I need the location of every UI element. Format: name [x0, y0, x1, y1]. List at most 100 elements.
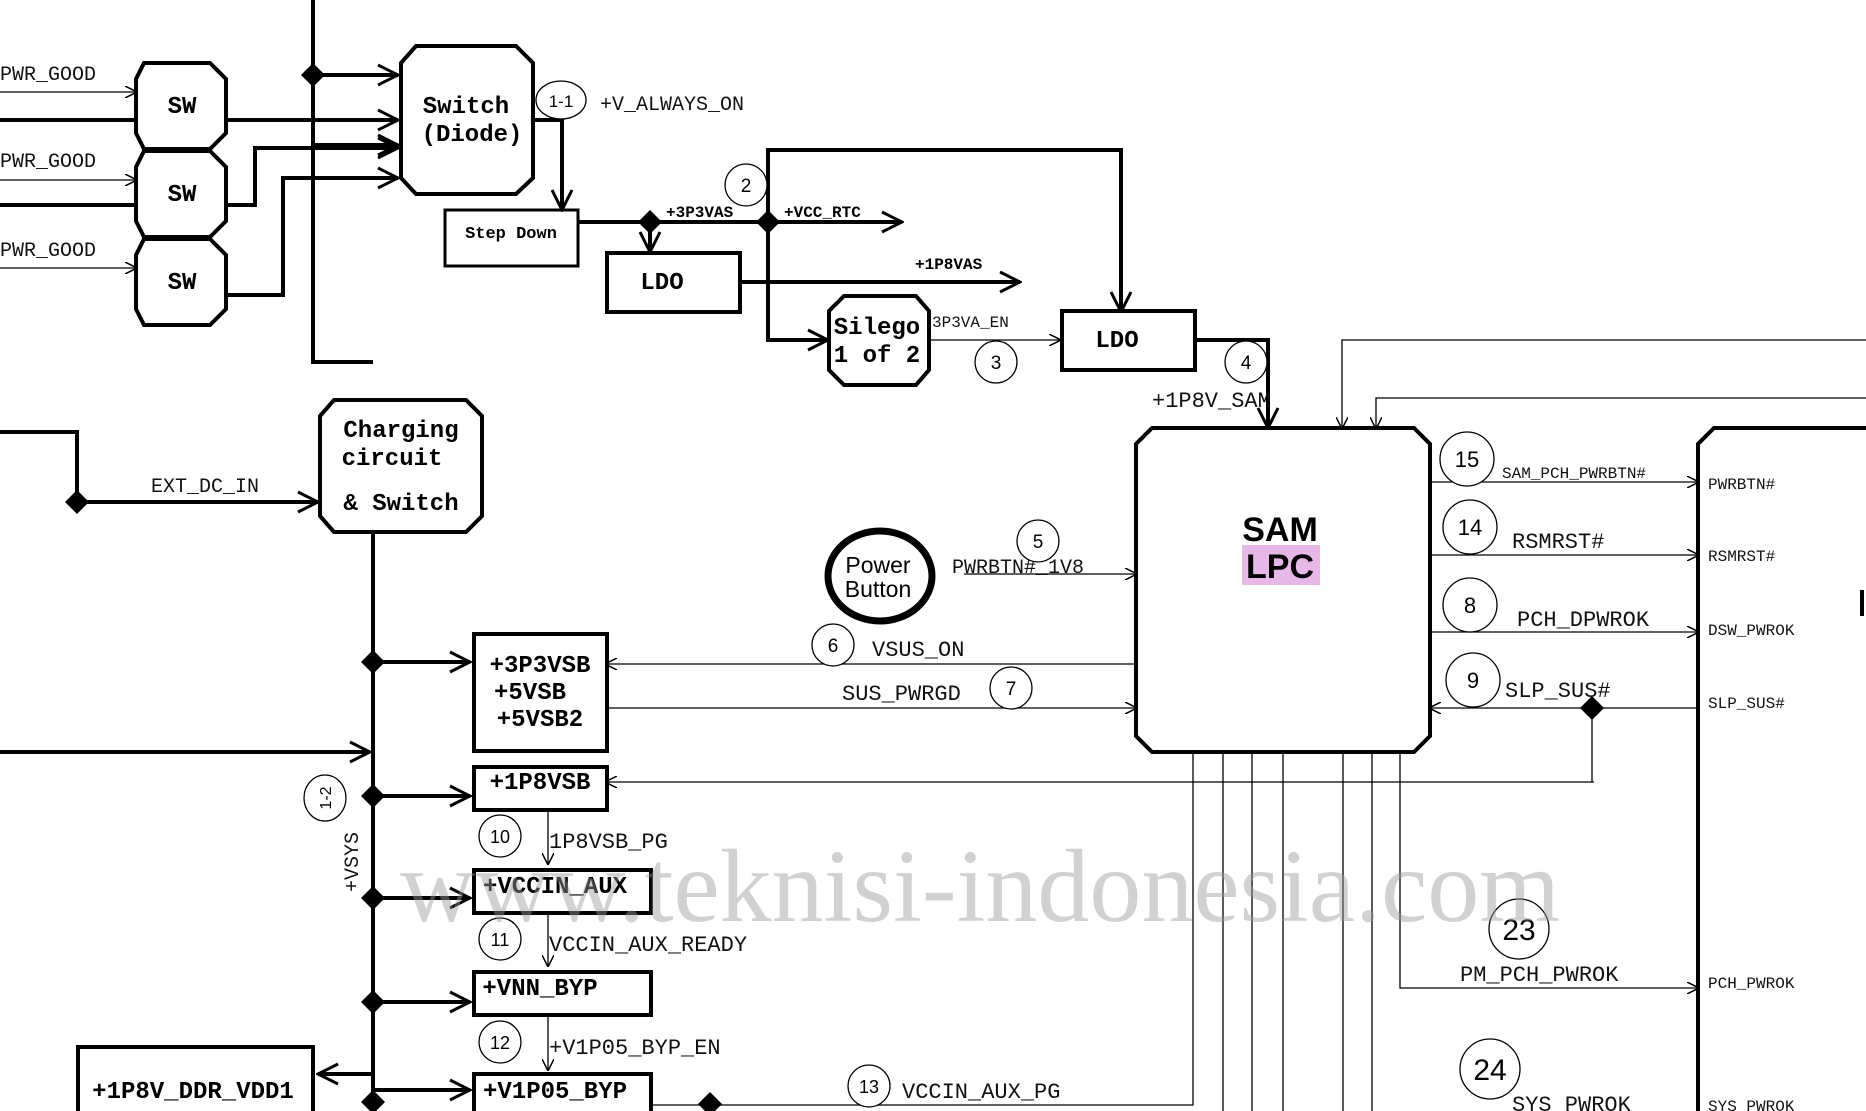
pch-block-outline [1696, 426, 1866, 1111]
step-down-block [443, 208, 580, 268]
silego-label-2: 1 of 2 [834, 343, 920, 370]
sw-block-3-label: SW [168, 270, 197, 297]
p1p8vsb-pg-label: 1P8VSB_PG [549, 830, 668, 855]
sam-label: SAM [1242, 511, 1318, 549]
step-circle [1442, 577, 1498, 633]
step-circle [811, 623, 855, 667]
junction-node [361, 650, 385, 674]
junction-node [698, 1092, 722, 1111]
step-circle [1016, 519, 1060, 563]
vsb-label-3: +5VSB2 [497, 707, 583, 734]
switch-diode-block [399, 44, 535, 196]
step-circle [1442, 499, 1498, 555]
vccin-aux-ready-label: VCCIN_AUX_READY [549, 933, 747, 958]
power-wires [0, 0, 1268, 1111]
charging-label-3: & Switch [343, 491, 458, 518]
p3p3vas-label: +3P3VAS [666, 204, 734, 222]
step-circle [535, 80, 587, 120]
step-circle [989, 666, 1033, 710]
ldo-1-block [605, 251, 742, 314]
switch-diode-label-1: Switch [423, 94, 509, 121]
power-button-label-1: Power [845, 552, 911, 578]
p1p8v-sam-label: +1P8V_SAM [1152, 389, 1271, 414]
ldo-1-label: LDO [640, 270, 683, 297]
step-number: 23 [1502, 914, 1535, 947]
vcc-rtc-label: +VCC_RTC [784, 204, 861, 222]
pin-pch-pwrok: PCH_PWROK [1708, 975, 1795, 993]
pch-pin-labels: PWRBTN# RSMRST# DSW_PWROK SLP_SUS# PCH_P… [1708, 476, 1795, 1111]
vsus-on-label: VSUS_ON [872, 638, 964, 663]
step-down-label: Step Down [465, 225, 557, 244]
p1p8vas-label: +1P8VAS [915, 256, 983, 274]
signal-wires [0, 92, 1866, 1111]
sw-block-3 [134, 237, 228, 327]
v1p05-byp-en-label: +V1P05_BYP_EN [549, 1036, 721, 1061]
junction-node [756, 210, 780, 234]
step-number: 7 [1006, 679, 1017, 700]
pwr-good-label-1: PWR_GOOD [0, 64, 96, 87]
pin-pwrbtn: PWRBTN# [1708, 476, 1776, 494]
pwr-good-label-2: PWR_GOOD [0, 151, 96, 174]
charging-circuit-block [318, 398, 484, 534]
step-number: 14 [1458, 515, 1482, 540]
p1p8vsb-block [472, 765, 609, 812]
step-circle [478, 814, 522, 858]
ldo-2-block [1060, 309, 1197, 372]
step-number: 5 [1033, 532, 1044, 553]
sw-block-2-label: SW [168, 182, 197, 209]
step-circle [303, 774, 347, 822]
switch-diode-label-2: (Diode) [422, 122, 523, 149]
pin-slp-sus: SLP_SUS# [1708, 695, 1785, 713]
pin-dsw-pwrok: DSW_PWROK [1708, 622, 1795, 640]
signal-labels: PWR_GOOD PWR_GOOD PWR_GOOD +V_ALWAYS_ON … [0, 64, 1650, 1111]
p1p8vsb-label: +1P8VSB [490, 770, 591, 797]
step-markers: 1-1 1-2 2 3 4 5 6 7 8 9 10 11 12 13 14 1… [303, 80, 1550, 1108]
junctions [65, 63, 1604, 1111]
step-number: 24 [1473, 1054, 1506, 1087]
step-number: 12 [490, 1033, 510, 1053]
step-circle [1459, 1038, 1521, 1100]
step-number: 6 [828, 636, 839, 657]
lpc-highlight [1242, 545, 1320, 585]
pin-rsmrst: RSMRST# [1708, 548, 1776, 566]
step-circle [1445, 652, 1501, 708]
vsb-label-2: +5VSB [494, 680, 566, 707]
charging-label-1: Charging [343, 418, 458, 445]
silego-label-1: Silego [834, 315, 920, 342]
vccin-aux-pg-label: VCCIN_AUX_PG [902, 1080, 1060, 1105]
ext-dc-in-label: EXT_DC_IN [151, 476, 259, 499]
step-number: 4 [1241, 353, 1252, 374]
step-circle [847, 1064, 891, 1108]
ddr-vdd1-label: +1P8V_DDR_VDD1 [92, 1079, 294, 1106]
sys-pwrok-label: SYS_PWROK [1512, 1093, 1632, 1111]
step-circle [1224, 340, 1268, 384]
junction-node [361, 784, 385, 808]
pwr-good-label-3: PWR_GOOD [0, 240, 96, 263]
ddr-vdd1-block [76, 1045, 315, 1111]
lpc-label: LPC [1246, 548, 1314, 586]
step-number: 1-2 [318, 786, 335, 809]
power-button-label-2: Button [845, 576, 912, 602]
sam-pch-pwrbtn-label: SAM_PCH_PWRBTN# [1502, 465, 1646, 483]
sw-block-1-label: SW [168, 94, 197, 121]
v-always-on-label: +V_ALWAYS_ON [600, 94, 744, 117]
vsb-label-1: +3P3VSB [490, 653, 591, 680]
junction-node [65, 490, 89, 514]
watermark: www.teknisi-indonesia.com [400, 829, 1560, 944]
step-circle [478, 917, 522, 961]
power-button[interactable] [824, 527, 936, 625]
rsmrst-label: RSMRST# [1512, 530, 1604, 555]
pwrbtn-1v8-label: PWRBTN#_1V8 [952, 557, 1084, 580]
vccin-aux-block [472, 868, 653, 915]
ldo-2-label: LDO [1095, 328, 1138, 355]
pm-pch-pwrok-label: PM_PCH_PWROK [1460, 963, 1619, 988]
step-circle [1488, 898, 1550, 960]
step-number: 1-1 [549, 92, 574, 111]
vsb-block [472, 632, 609, 753]
step-circle [724, 163, 768, 207]
step-number: 2 [741, 176, 752, 197]
v1p05-byp-label: +V1P05_BYP [483, 1079, 627, 1106]
junction-node [361, 1090, 385, 1111]
vccin-aux-label: +VCCIN_AUX [483, 874, 628, 901]
